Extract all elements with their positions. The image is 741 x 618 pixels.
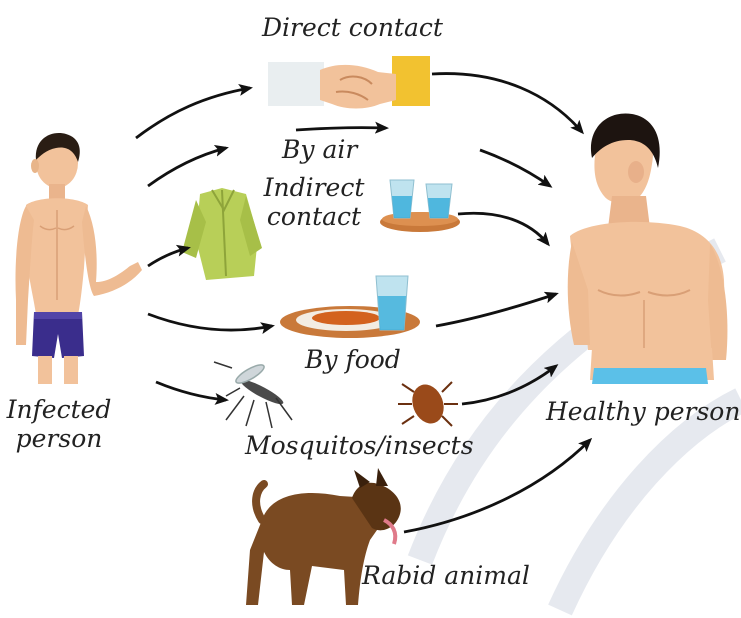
- label-indirect-contact: Indirect contact: [256, 174, 372, 232]
- mosquito-illustration: [214, 362, 292, 428]
- label-by-food: By food: [305, 346, 401, 375]
- arrow-by-air-upper: [296, 128, 386, 130]
- label-direct-contact: Direct contact: [262, 14, 443, 43]
- arrow-direct-contact-to-healthy: [432, 74, 582, 132]
- arrow-by-air-to-healthy: [480, 150, 550, 186]
- arrow-infected-to-food: [148, 314, 272, 330]
- infected-person-figure: [15, 133, 142, 384]
- handshake-illustration: [268, 56, 430, 109]
- label-infected-person: Infected person: [0, 396, 118, 454]
- arrow-infected-to-direct-contact: [136, 88, 250, 138]
- arrows: [136, 74, 590, 532]
- arrow-infected-to-by-air: [148, 148, 226, 186]
- arrow-infected-to-mosquito: [156, 382, 226, 400]
- healthy-person-figure: [568, 113, 728, 384]
- label-by-air: By air: [282, 136, 357, 165]
- label-mosquitos-insects: Mosquitos/insects: [245, 432, 474, 461]
- insect-illustration: [398, 380, 458, 428]
- label-healthy-person: Healthy person: [546, 398, 740, 427]
- food-plate-illustration: [280, 276, 420, 338]
- arrow-food-to-healthy: [436, 294, 556, 326]
- arrow-glasses-to-healthy: [458, 213, 548, 244]
- arrow-infected-to-jacket: [148, 248, 188, 266]
- label-rabid-animal: Rabid animal: [362, 562, 530, 591]
- label-infected-person-line2: person: [0, 425, 118, 454]
- jacket-illustration: [182, 188, 262, 280]
- label-infected-person-line1: Infected: [0, 396, 118, 425]
- glasses-tray-illustration: [380, 180, 460, 232]
- label-indirect-contact-line1: Indirect: [256, 174, 372, 203]
- label-indirect-contact-line2: contact: [256, 203, 372, 232]
